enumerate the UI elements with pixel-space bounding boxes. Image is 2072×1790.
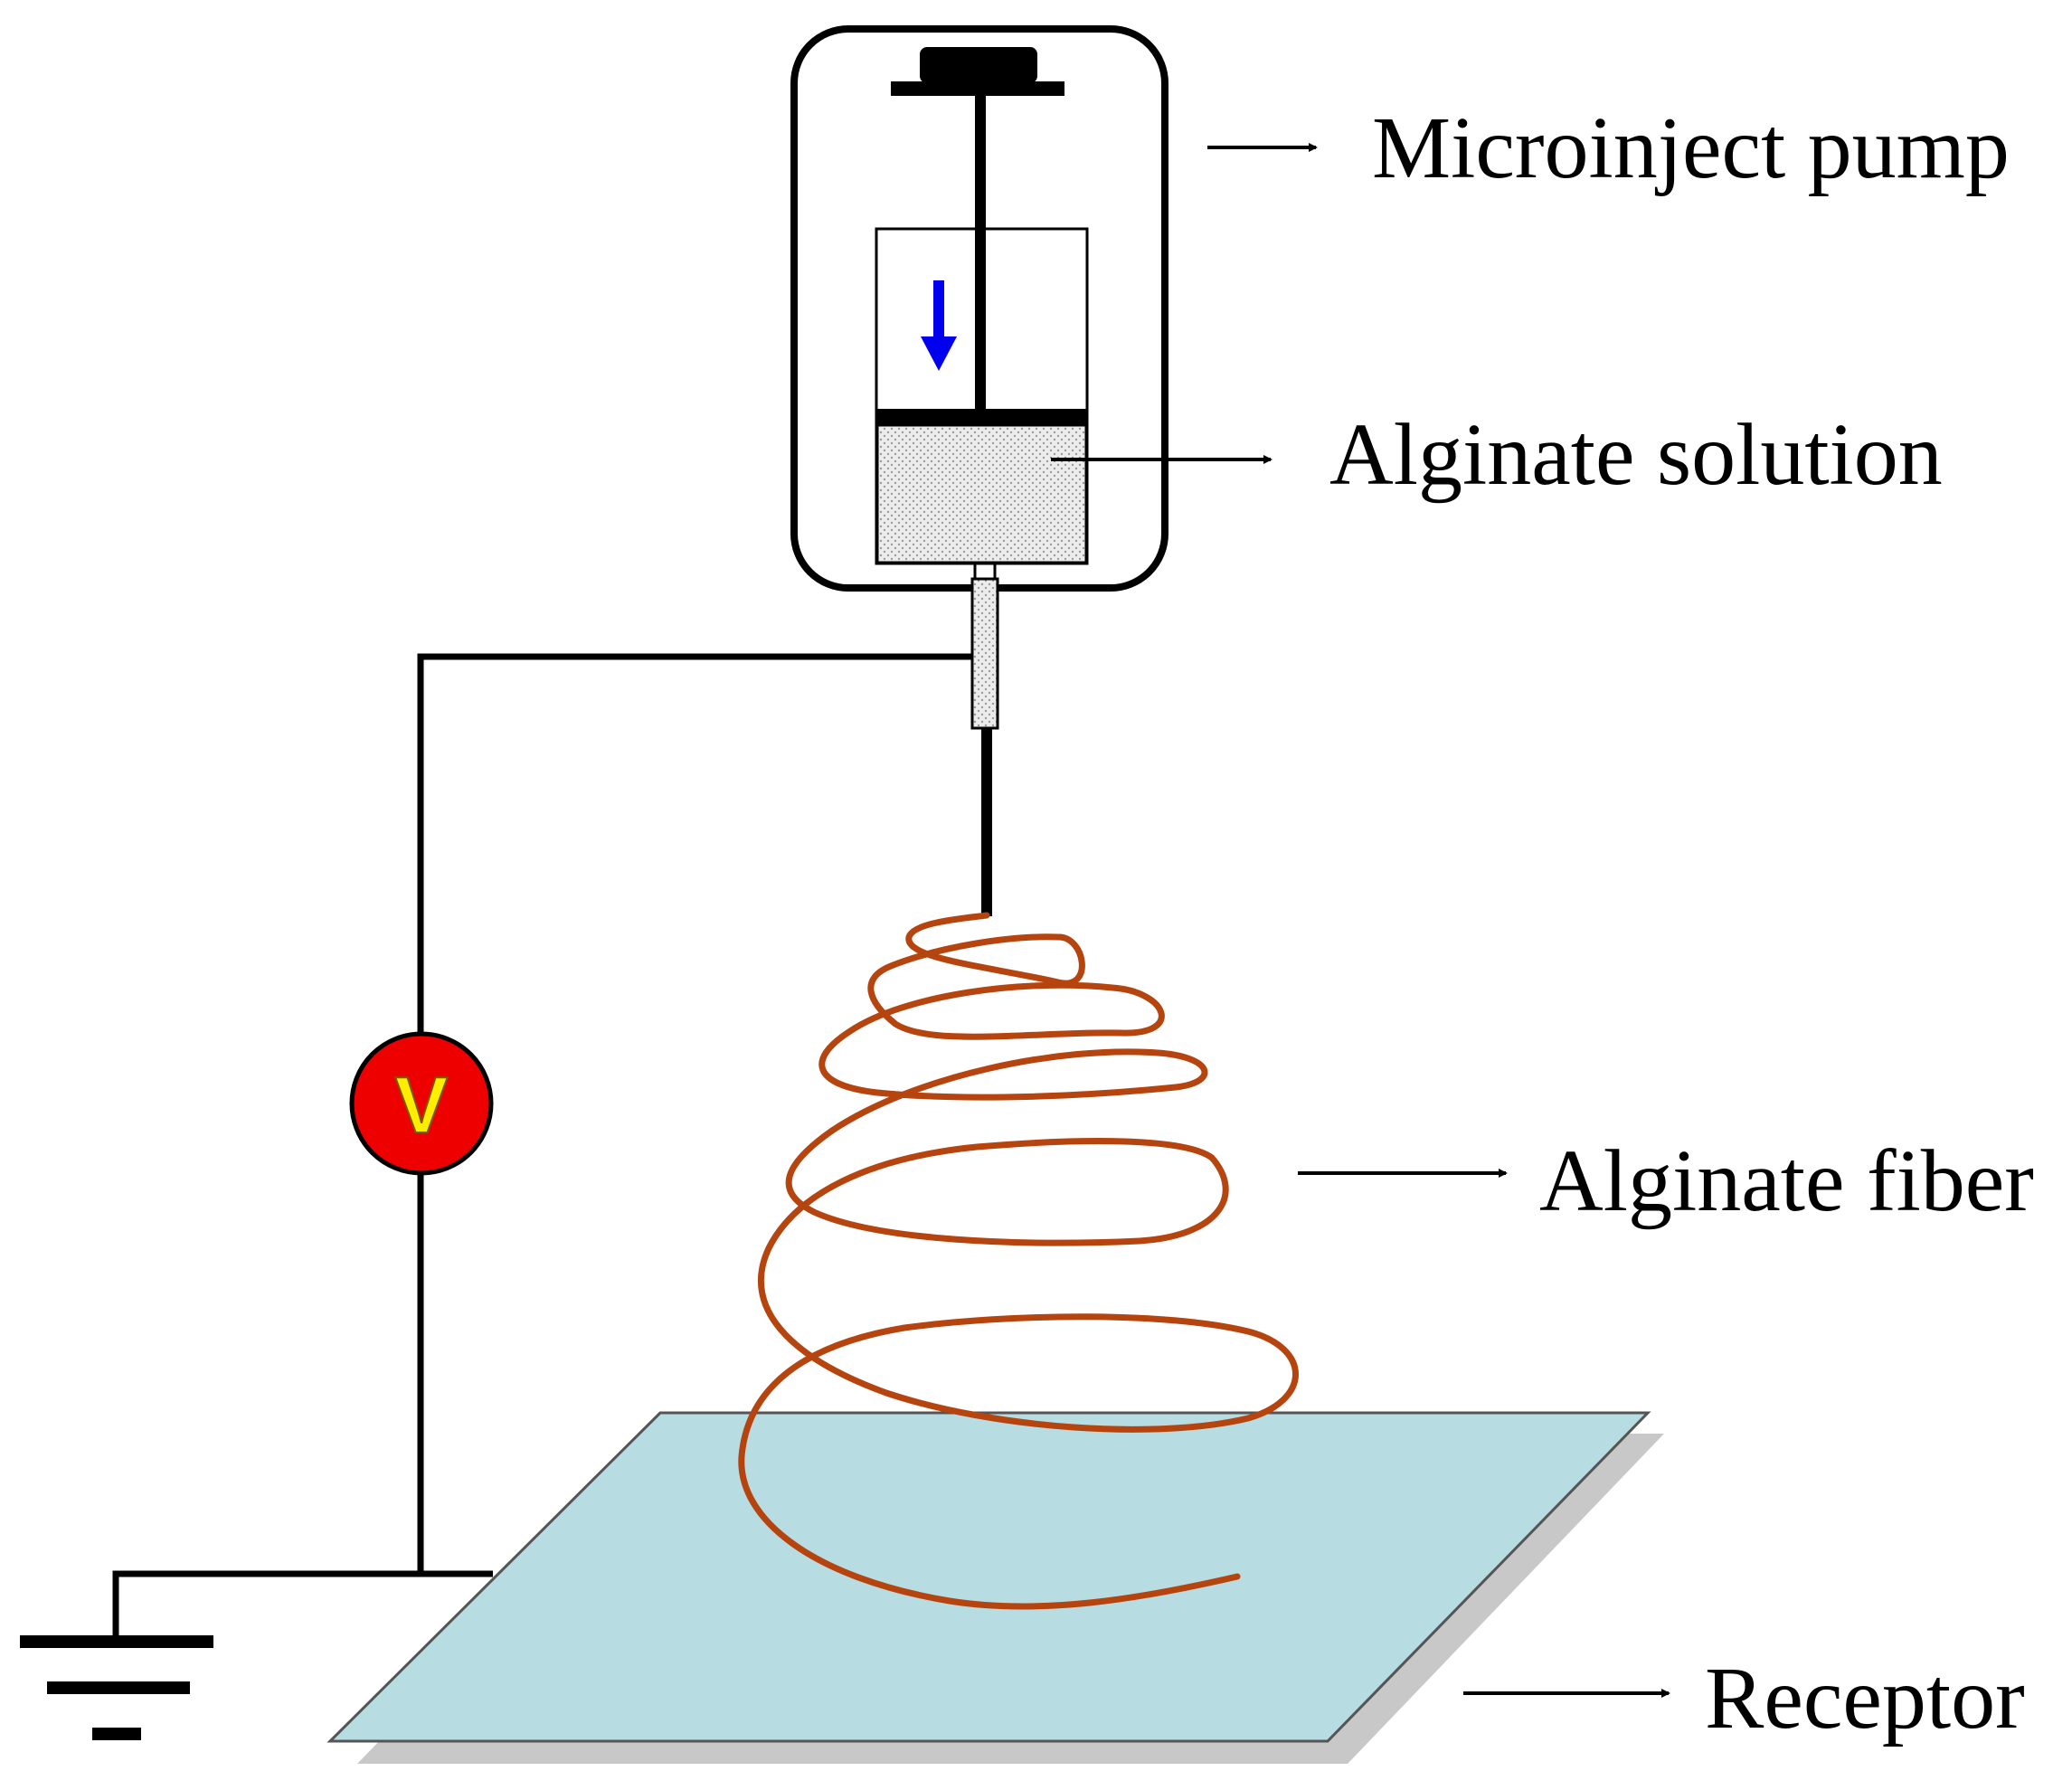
plunger-bar (891, 81, 1064, 96)
pump-icon (790, 25, 1168, 592)
needle-icon (970, 562, 999, 916)
plunger-cap (920, 47, 1037, 83)
receptor-plate (326, 1411, 1664, 1764)
down-arrow-icon (921, 280, 957, 371)
voltmeter-symbol: V (395, 1060, 449, 1150)
label-microinject-pump: Microinject pump (1372, 99, 2010, 197)
circuit-wires (112, 653, 972, 1637)
jet (981, 728, 992, 916)
wire-ground (112, 1570, 493, 1637)
voltmeter-icon: V (349, 1031, 494, 1176)
label-alginate-solution: Alginate solution (1329, 406, 1943, 504)
ground-icon (20, 1635, 213, 1740)
label-arrows (1051, 143, 1670, 1698)
wire-needle (417, 653, 972, 1038)
label-receptor: Receptor (1705, 1650, 2025, 1747)
fiber-spiral (738, 912, 1299, 1610)
plunger-rod (975, 94, 986, 427)
plunger-seal (876, 409, 1087, 425)
alginate-solution-fill (875, 423, 1088, 564)
receptor-surface (326, 1411, 1651, 1743)
needle-body (970, 577, 999, 730)
label-alginate-fiber: Alginate fiber (1539, 1132, 2034, 1230)
